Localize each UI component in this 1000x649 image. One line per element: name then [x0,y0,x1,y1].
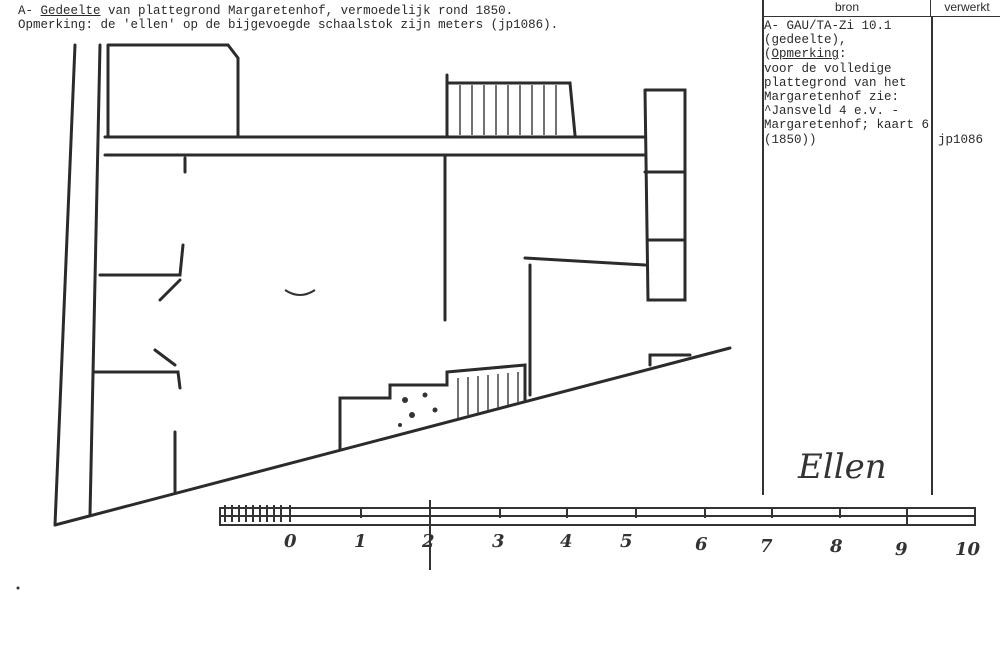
header-prefix: A- [18,4,41,18]
header-remark: Opmerking: de 'ellen' op de bijgevoegde … [18,18,559,32]
scale-label: 1 [354,531,367,552]
right-block [643,88,687,302]
header-underlined: Gedeelte [40,4,101,18]
scale-labels: 0 1 2 3 4 5 6 7 8 9 10 [284,531,981,560]
column-header-bron: bron [764,0,931,17]
top-stair-treads [459,85,557,135]
left-room-walls [93,243,185,494]
paren: ( [764,47,772,62]
scale-label: 4 [560,531,573,552]
scale-bar [219,500,976,570]
stray-dot [16,586,20,590]
scale-label: 0 [284,531,297,552]
scale-label: 10 [955,539,981,560]
column-header-verwerkt: verwerkt [932,0,1000,17]
header-title: van plattegrond Margaretenhof, vermoedel… [100,4,514,18]
top-room [106,43,240,139]
scale-label: 3 [492,531,505,552]
scale-label: 6 [695,534,708,555]
signature: Ellen [797,447,887,487]
top-staircase [445,73,577,139]
scale-label: 9 [895,539,908,560]
scale-label: 5 [620,531,633,552]
bron-remark-label: Opmerking [771,47,840,62]
bottom-stairs [338,363,527,452]
scale-label: 2 [421,531,435,552]
stone-pattern [398,392,438,427]
compass-mark [284,289,316,296]
outer-wall-diagonal [53,346,732,527]
outer-wall-left [53,43,102,527]
interior-wall [183,153,647,397]
bron-remark: voor de volledige plattegrond van het Ma… [764,61,930,147]
scale-label: 8 [829,536,843,557]
bron-part: (gedeelte), [764,33,847,48]
right-step [648,353,692,367]
bron-cell: A- GAU/TA-Zi 10.1 (gedeelte), (Opmerking… [764,19,929,147]
document-header: A- Gedeelte van plattegrond Margaretenho… [18,4,558,32]
verwerkt-cell: jp1086 [938,133,984,147]
source-table: bron verwerkt A- GAU/TA-Zi 10.1 (gedeelt… [762,0,1000,495]
colon: : [839,47,847,62]
bron-ref: A- GAU/TA-Zi 10.1 [764,19,892,33]
corridor [103,135,647,157]
column-divider [931,16,933,495]
bottom-stair-treads [457,372,519,418]
scale-label: 7 [760,536,773,557]
